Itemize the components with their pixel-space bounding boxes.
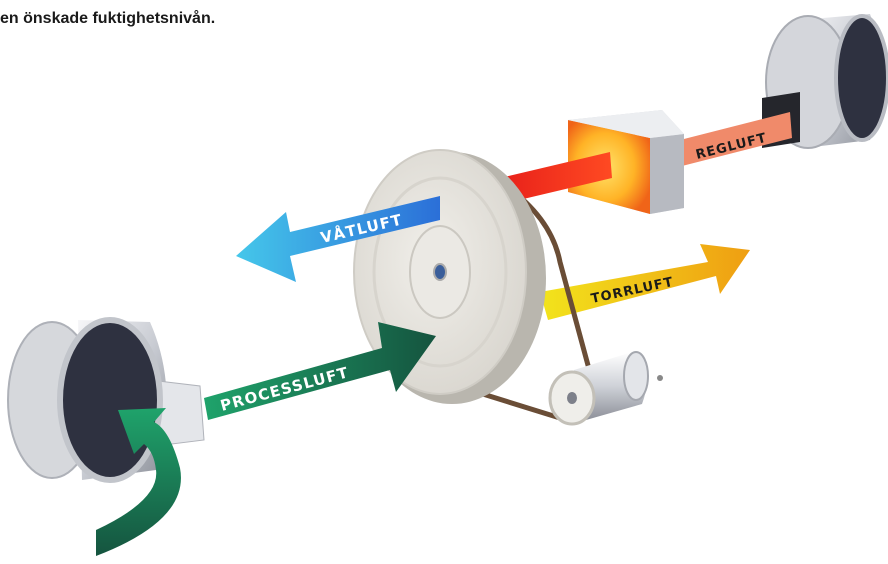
caption-text: en önskade fuktighetsnivån.: [0, 10, 216, 27]
process-fan: [7, 317, 205, 483]
intake-arrow: [96, 408, 181, 556]
processluft-arrow: PROCESSLUFT: [204, 322, 436, 420]
heated-air-stream: [500, 152, 612, 204]
motor: [548, 351, 663, 426]
regluft-arrow: REGLUFT: [680, 112, 792, 166]
